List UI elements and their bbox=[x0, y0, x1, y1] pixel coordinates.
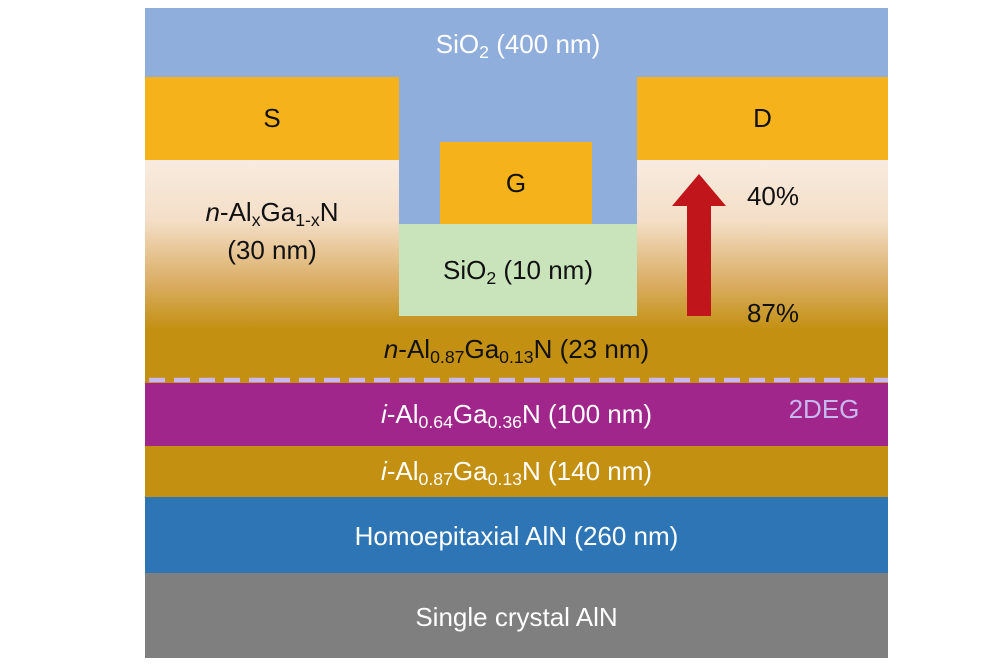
drain-electrode: D bbox=[637, 77, 888, 160]
nalgan-23nm-label: n-Al0.87Ga0.13N (23 nm) bbox=[383, 333, 650, 367]
single-crystal-aln-label: Single crystal AlN bbox=[415, 601, 618, 632]
twodeg-dashed-line bbox=[149, 377, 888, 383]
graded-algan-label: n-AlxGa1-xN (30 nm) bbox=[205, 197, 339, 265]
gate-oxide-label: SiO2 (10 nm) bbox=[443, 254, 593, 288]
nalgan-23nm-layer bbox=[145, 330, 888, 383]
gate-oxide-layer: SiO2 (10 nm) bbox=[399, 224, 637, 316]
ialgan-140nm-layer bbox=[145, 446, 888, 497]
source-electrode: S bbox=[145, 77, 399, 160]
ialgan-100nm-label: i-Al0.64Ga0.36N (100 nm) bbox=[380, 398, 653, 432]
homoepitaxial-aln-layer bbox=[145, 497, 888, 573]
arrow-bottom-label: 87% bbox=[746, 297, 800, 328]
composition-arrow bbox=[672, 174, 726, 316]
ialgan-100nm-layer bbox=[145, 383, 888, 446]
drain-label: D bbox=[753, 103, 772, 133]
arrow-top-label: 40% bbox=[746, 180, 800, 211]
gate-electrode: G bbox=[440, 142, 592, 224]
twodeg-label: 2DEG bbox=[788, 393, 860, 424]
gate-label: G bbox=[505, 167, 527, 198]
ialgan-140nm-label: i-Al0.87Ga0.13N (140 nm) bbox=[380, 455, 653, 489]
single-crystal-aln-layer bbox=[145, 573, 888, 658]
sio2-cap-label: SiO2 (400 nm) bbox=[435, 28, 601, 62]
homoepitaxial-aln-label: Homoepitaxial AlN (260 nm) bbox=[354, 520, 679, 551]
source-label: S bbox=[263, 103, 281, 133]
